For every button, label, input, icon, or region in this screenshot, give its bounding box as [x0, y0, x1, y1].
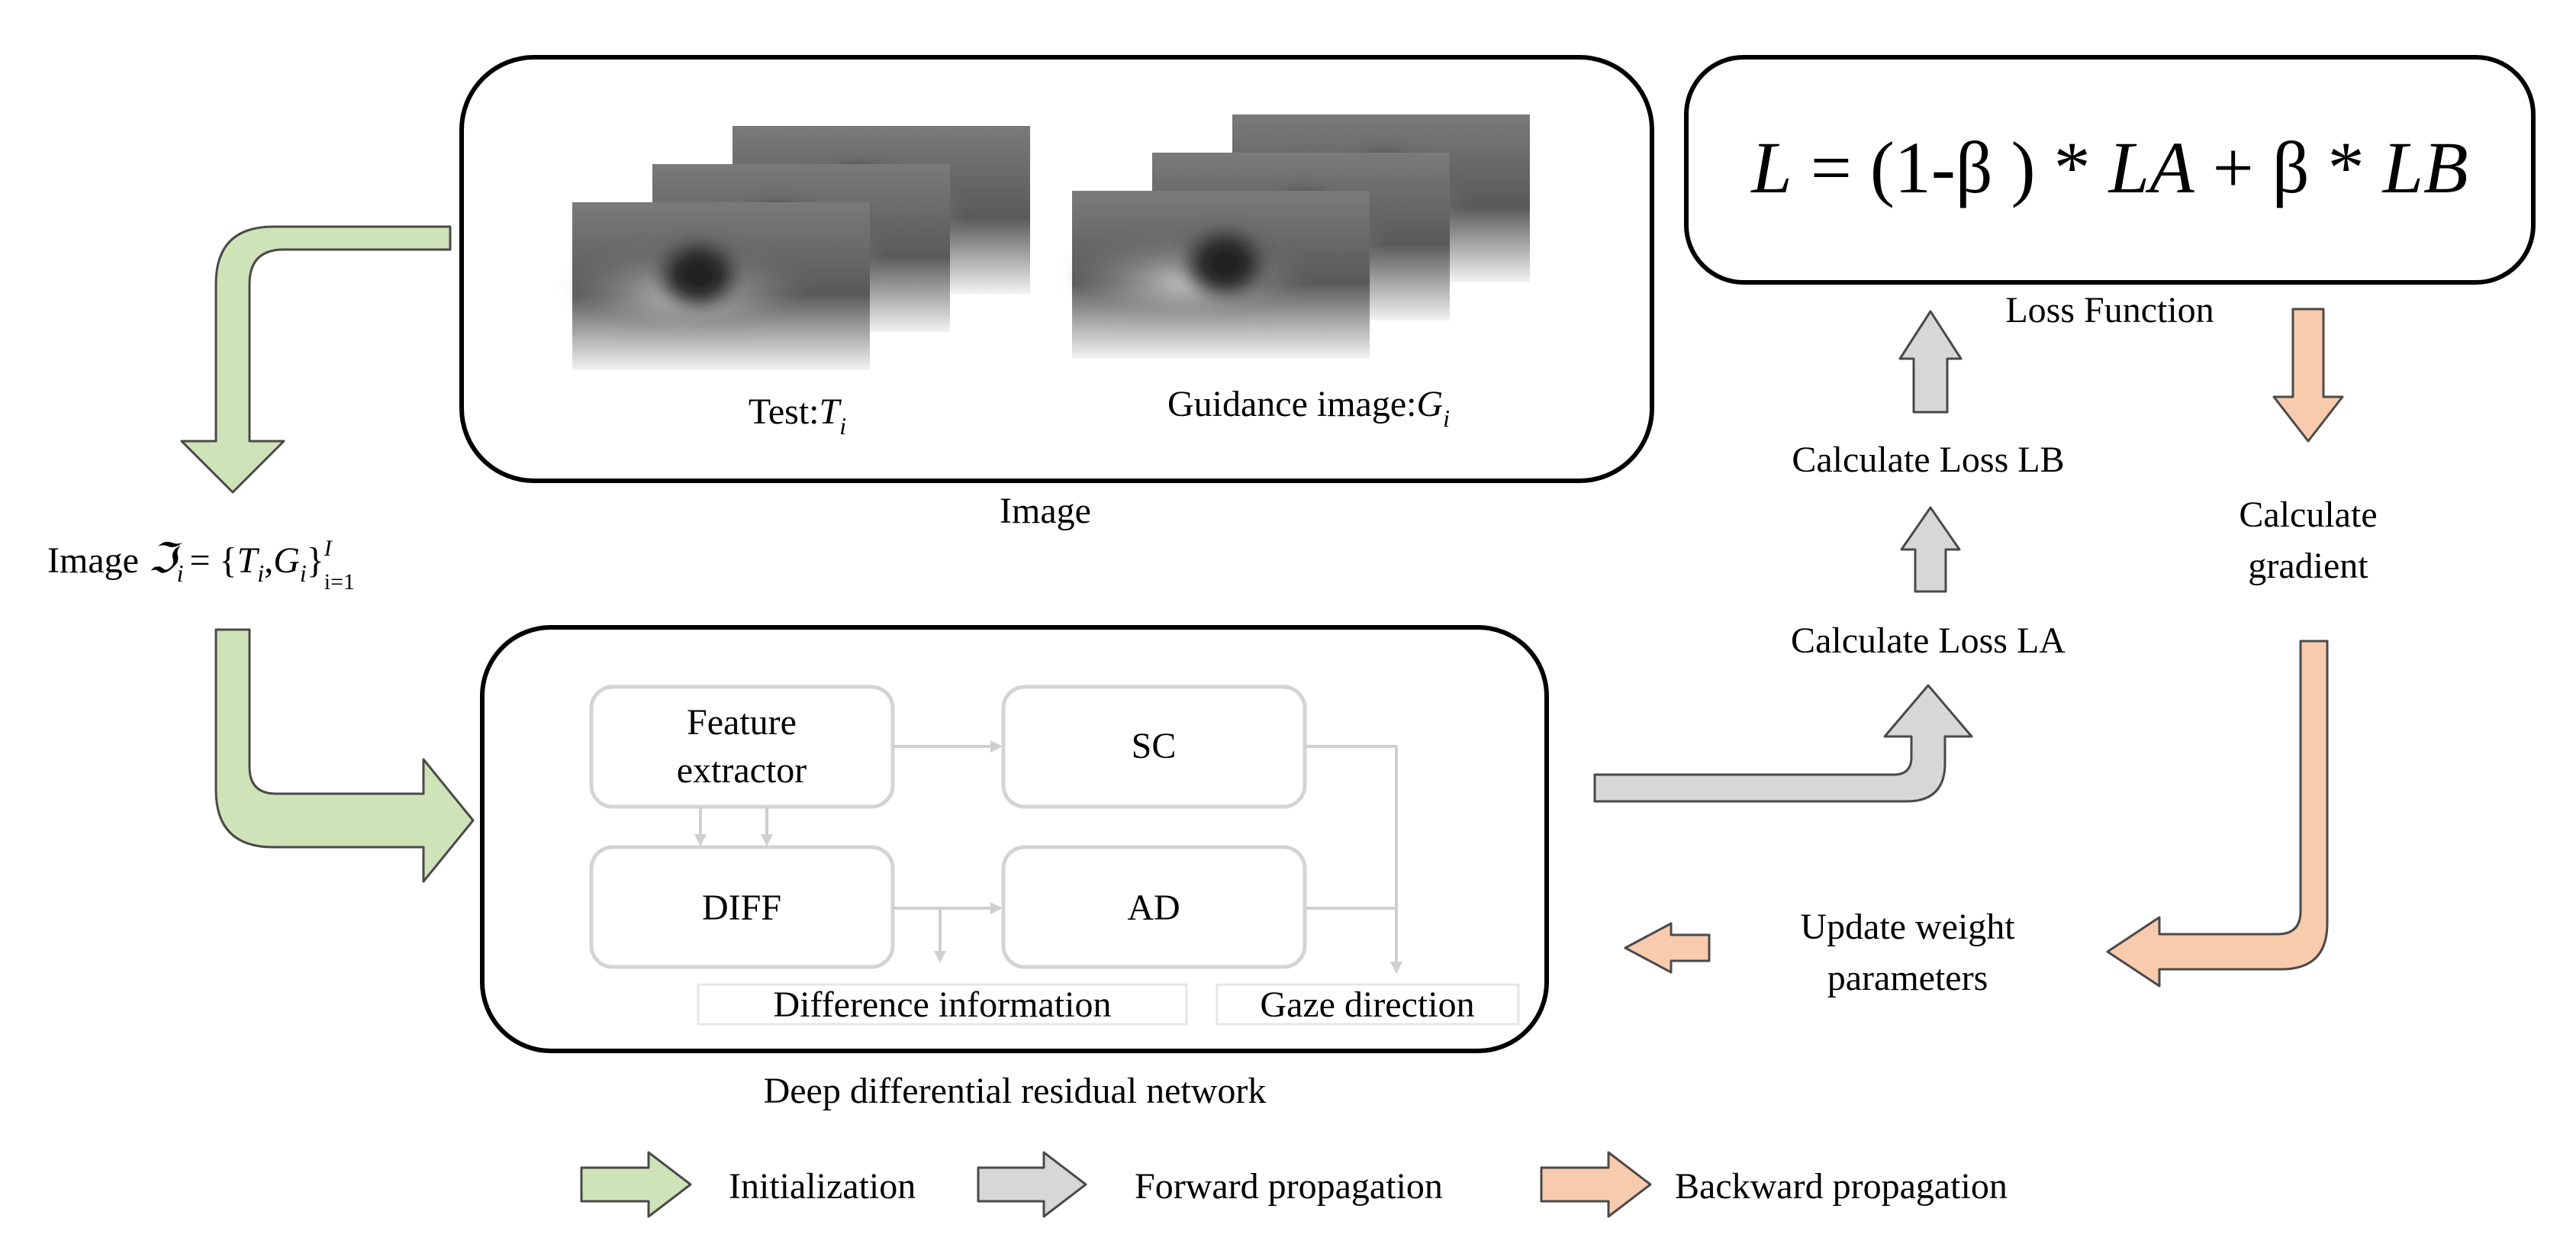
calc-loss-la-label: Calculate Loss LA	[1791, 620, 2066, 661]
image-panel: Test:Ti Guidance image:Gi	[459, 55, 1654, 483]
update-weights-line2: parameters	[1827, 958, 1988, 998]
guidance-eye-image	[1072, 191, 1370, 359]
test-label: Test:Ti	[749, 392, 846, 440]
legend-forward-label: Forward propagation	[1135, 1166, 1443, 1207]
init-arrow-down	[180, 225, 452, 494]
forward-arrow-network-to-la	[1593, 684, 1973, 803]
sc-label: SC	[1132, 726, 1177, 766]
difference-info-tag	[697, 983, 1188, 1026]
image-panel-caption: Image	[1000, 491, 1091, 531]
gaze-direction-label: Gaze direction	[1260, 985, 1474, 1025]
init-arrow-right	[214, 628, 475, 883]
network-caption: Deep differential residual network	[764, 1071, 1267, 1111]
backward-arrow-gradient-to-update	[2106, 640, 2329, 988]
network-connectors	[694, 740, 1402, 974]
ad-label: AD	[1127, 888, 1180, 928]
gaze-direction-tag	[1216, 983, 1520, 1026]
test-eye-stack	[572, 126, 1030, 370]
guidance-label: Guidance image:Gi	[1167, 384, 1450, 432]
backward-arrow-update-to-network	[1624, 922, 1711, 974]
loss-function-caption: Loss Function	[2005, 290, 2214, 330]
feature-extractor-label-line1: Feature	[687, 702, 797, 743]
calc-gradient-line1: Calculate	[2239, 495, 2377, 535]
backward-arrow-loss-to-gradient	[2272, 308, 2344, 443]
legend-backward-swatch	[1540, 1151, 1652, 1218]
calc-gradient-line2: gradient	[2248, 546, 2368, 586]
loss-formula: L = (1-β ) * LA + β * LB	[1750, 127, 2468, 208]
legend-forward-swatch	[977, 1151, 1087, 1218]
calc-loss-lb-label: Calculate Loss LB	[1792, 440, 2064, 480]
legend-backward-label: Backward propagation	[1675, 1166, 2008, 1207]
update-weights-line1: Update weight	[1800, 907, 2015, 947]
legend-init-label: Initialization	[729, 1166, 916, 1207]
legend: Initialization Forward propagation Backw…	[580, 1151, 2008, 1218]
forward-arrow-la-to-lb	[1900, 506, 1961, 593]
diff-label: DIFF	[702, 888, 781, 928]
guidance-eye-stack	[1072, 114, 1530, 359]
loss-function-frame	[1684, 55, 2536, 285]
difference-info-label: Difference information	[774, 985, 1112, 1025]
loss-function-panel: L = (1-β ) * LA + β * LB	[1684, 55, 2536, 285]
legend-init-swatch	[580, 1151, 692, 1218]
forward-arrow-lb-to-loss	[1898, 310, 1963, 414]
test-eye-image	[572, 202, 870, 370]
network-panel: Feature extractor SC DIFF AD Difference …	[480, 625, 1549, 1053]
feature-extractor-label-line2: extractor	[677, 750, 807, 791]
